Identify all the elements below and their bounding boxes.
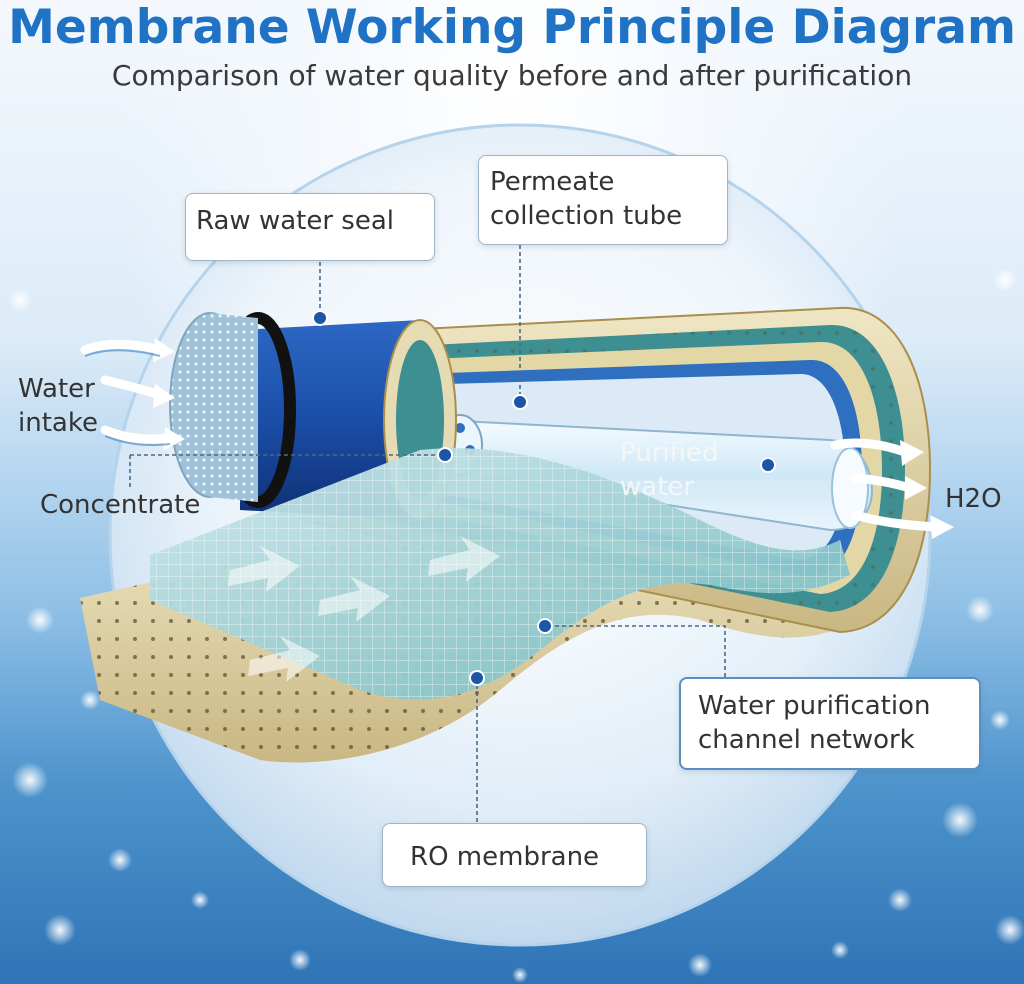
label-raw-water-seal: Raw water seal <box>185 193 435 261</box>
label-ro-membrane: RO membrane <box>382 823 647 887</box>
label-water-purification-channel-network: Water purification channel network <box>679 677 981 770</box>
label-permeate-collection-tube: Permeate collection tube <box>478 155 728 245</box>
label-water-intake: Water intake <box>18 374 98 438</box>
diagram-title: Membrane Working Principle Diagram <box>8 0 1016 55</box>
label-purified-water: Purified water <box>620 438 719 502</box>
diagram-subtitle: Comparison of water quality before and a… <box>111 59 913 92</box>
label-h2o: H2O <box>945 484 1002 514</box>
label-concentrate: Concentrate <box>40 490 201 520</box>
